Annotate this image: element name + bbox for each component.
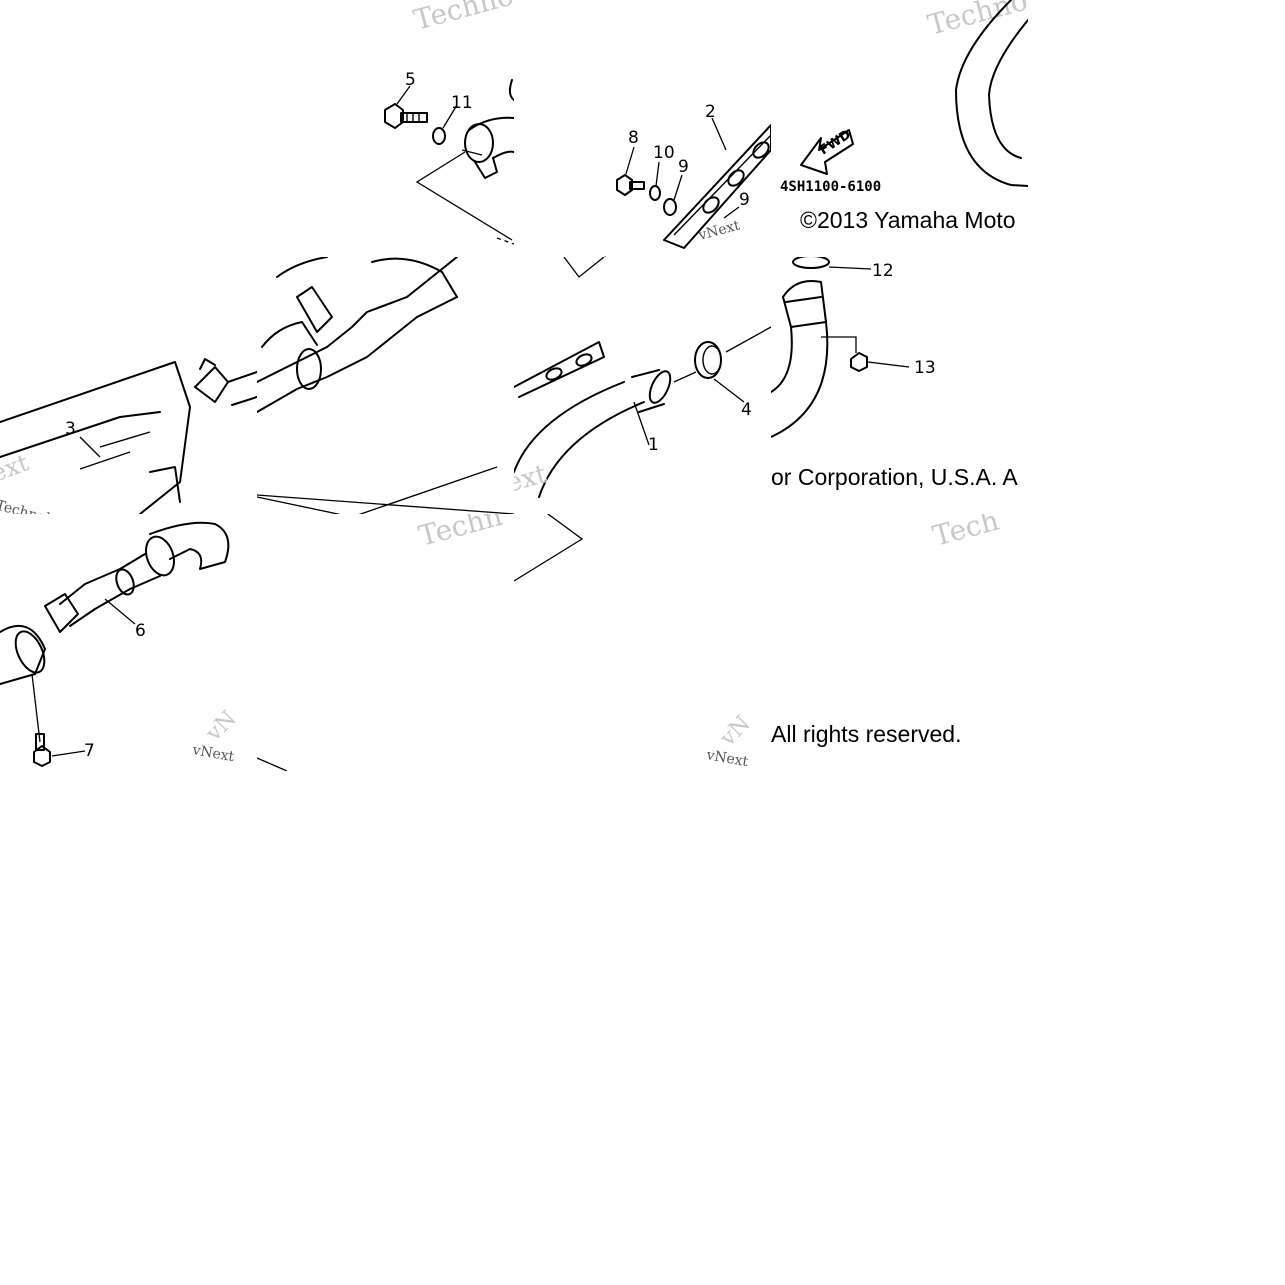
watermark-ext-2: ext [514, 459, 550, 499]
tile-fwd: Techno FWD 4SH1100-6100 [771, 0, 1028, 257]
copyright-line-2: or Corporation, U.S.A. A [771, 464, 1018, 490]
washer-9-icon [663, 198, 677, 216]
watermark-techno: Techno [410, 0, 514, 37]
fwd-arrow-icon: FWD [800, 127, 854, 175]
heat-shield-end-icon [514, 341, 605, 398]
tile-watermark: Tech [771, 514, 1028, 771]
watermark-techno-2: Techno [924, 0, 1028, 42]
washer-10-icon [649, 185, 661, 201]
watermark-technologies: Technologies [0, 497, 88, 514]
watermark-tech: Tech [929, 514, 1002, 553]
tile-mount [257, 257, 514, 514]
watermark-v: vN [201, 706, 242, 747]
tile-lines-2: chnologies vNext vN [514, 514, 771, 771]
tile-muffler: ext Technologies 3 [0, 257, 257, 514]
tile-lines: Techn [257, 514, 514, 771]
bolt-5-icon [384, 103, 428, 129]
diagram-code: 4SH1100-6100 [780, 179, 881, 195]
svg-text:FWD: FWD [817, 127, 854, 158]
gasket-4-icon [694, 341, 722, 379]
washer-11-icon [432, 127, 446, 145]
tile-clamp: Techno [257, 0, 514, 257]
tile-pipe: ext 1 4 [514, 257, 771, 514]
bolt-8-icon [616, 174, 645, 196]
muffler-end-icon [0, 624, 46, 685]
nut-13-icon [850, 352, 868, 372]
watermark-v2: vN [715, 711, 756, 752]
muffler-mount-icon [257, 257, 458, 413]
tile-tailpipe: vNext vN 6 7 [0, 514, 257, 771]
header-pipe-icon [771, 257, 830, 438]
tail-pipe-6-icon [44, 521, 230, 633]
bolt-7-icon [33, 733, 51, 767]
muffler-3-icon [0, 358, 257, 514]
watermark-techn: Techn [415, 514, 505, 553]
watermark-vnext-3: vNext [704, 747, 749, 770]
heat-shield-2-icon [663, 124, 771, 249]
clamp-icon [461, 116, 514, 179]
copyright-line-3: All rights reserved. [771, 721, 962, 747]
exhaust-pipe-1-icon [514, 369, 672, 498]
tile-heat-shield: vNext 2 8 10 9 9 [514, 0, 771, 257]
copyright-line-1: ©2013 Yamaha Moto [800, 207, 1016, 233]
watermark-chnologies: chnologies [514, 514, 647, 521]
watermark-vnext-2: vNext [190, 742, 235, 765]
watermark-vnext: vNext [696, 217, 742, 244]
watermark-ext: ext [0, 448, 33, 487]
